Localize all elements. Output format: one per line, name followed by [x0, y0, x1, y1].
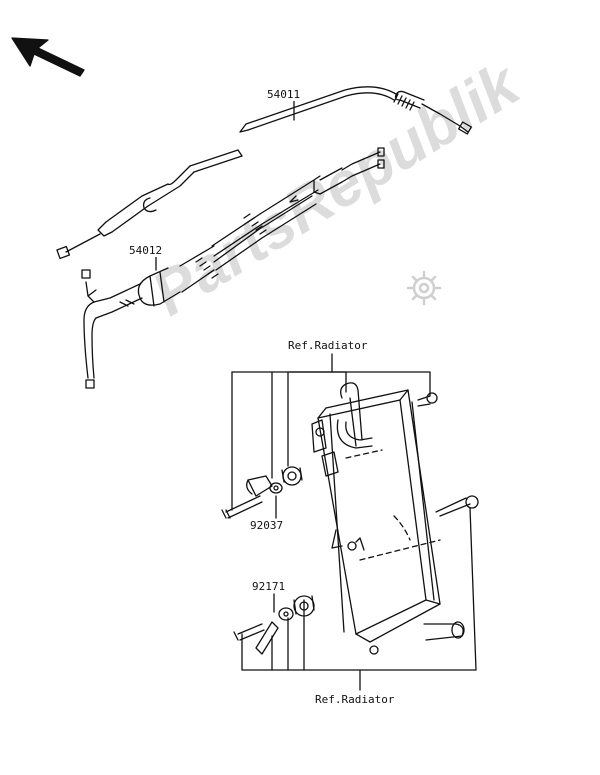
part-label-92171[interactable]: 92171: [251, 580, 287, 593]
part-label-54012[interactable]: 54012: [128, 244, 164, 257]
ref-radiator-label-bottom[interactable]: Ref.Radiator: [314, 693, 396, 706]
bracket-lower-parts: [233, 495, 479, 691]
bracket-upper-parts: [221, 371, 438, 519]
cable-54012: [81, 147, 385, 389]
cable-54011: [56, 86, 472, 260]
gear-icon: [406, 270, 442, 306]
direction-arrow-icon: [11, 37, 85, 77]
part-label-92037[interactable]: 92037: [249, 519, 285, 532]
ref-radiator-label-top[interactable]: Ref.Radiator: [287, 339, 369, 352]
part-label-54011[interactable]: 54011: [266, 88, 302, 101]
label-leaders: [155, 99, 333, 613]
radiator-body: [311, 382, 465, 655]
